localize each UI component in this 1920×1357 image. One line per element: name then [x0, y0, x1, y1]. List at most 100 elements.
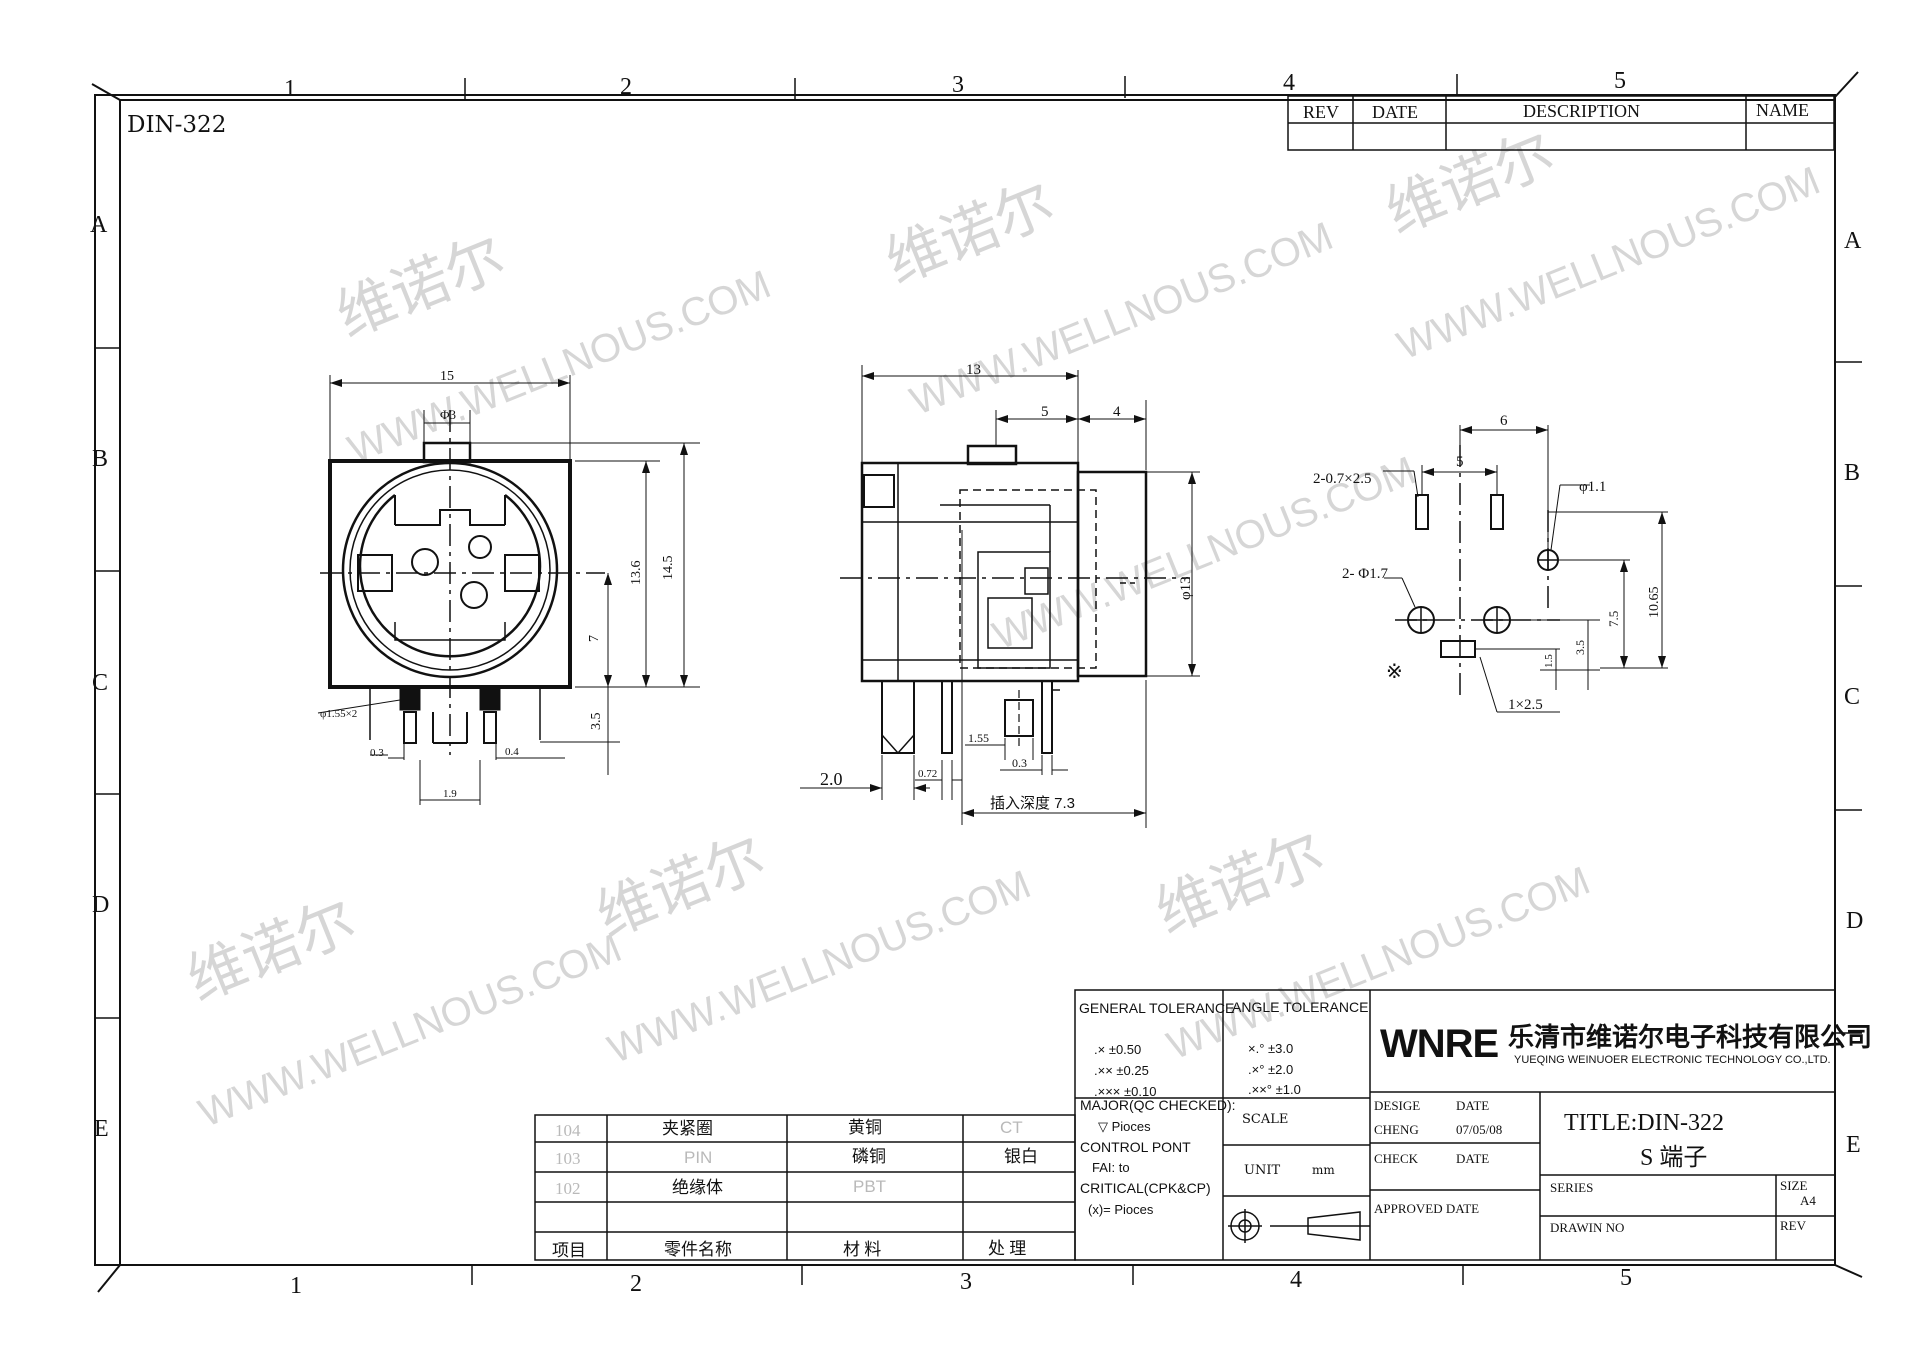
projection-symbol-icon	[1228, 1209, 1370, 1243]
series-label: SERIES	[1550, 1180, 1593, 1195]
pcb-dim-6: 6	[1500, 413, 1508, 429]
part-code: DIN-322	[127, 112, 226, 138]
size-label: SIZE	[1780, 1178, 1808, 1193]
design-date-label: DATE	[1456, 1098, 1489, 1113]
watermark-cn: 维诺尔	[1147, 820, 1333, 945]
front-dim-0-3: 0.3	[370, 747, 384, 759]
tolerance-block: GENERAL TOLERANCE ANGLE TOLERANCE .× ±0.…	[1074, 989, 1836, 1261]
zone-row-d-right: D	[1846, 908, 1863, 934]
pcb-dim-5: 5	[1456, 454, 1464, 470]
unit-value: mm	[1312, 1163, 1335, 1177]
pcb-dim-1-5: 1.5	[1543, 654, 1555, 668]
zone-row-e-right: E	[1846, 1132, 1861, 1158]
cheng-label: CHENG	[1374, 1122, 1419, 1137]
bom-row-102-no: 102	[555, 1179, 581, 1198]
angle-tol-2: .×° ±2.0	[1248, 1062, 1293, 1077]
watermark-cn: 维诺尔	[328, 224, 514, 349]
title: TITLE:DIN-322	[1564, 1110, 1724, 1136]
pioces-1: ▽ Pioces	[1098, 1119, 1151, 1134]
title-block: DESIGE DATE CHENG 07/05/08 CHECK DATE AP…	[1374, 1098, 1816, 1235]
zone-row-e: E	[94, 1116, 109, 1142]
company-name-en: YUEQING WEINUOER ELECTRONIC TECHNOLOGY C…	[1514, 1054, 1831, 1066]
zone-row-c: C	[92, 670, 108, 696]
front-dim-7: 7	[587, 635, 602, 642]
bom-row-104-name: 夹紧圈	[662, 1119, 713, 1138]
zone-row-b-right: B	[1844, 460, 1860, 486]
pcb-dim-10-65: 10.65	[1647, 587, 1662, 619]
zone-col-5-bottom: 5	[1620, 1265, 1632, 1291]
design-label: DESIGE	[1374, 1098, 1420, 1113]
zone-row-a-right: A	[1844, 228, 1862, 254]
bom-header-no: 项目	[552, 1241, 586, 1260]
rev-header-date: DATE	[1372, 102, 1418, 122]
pcb-dim-hole-1-1: φ1.1	[1579, 479, 1606, 495]
front-dim-3-5: 3.5	[589, 713, 604, 731]
zone-row-c-right: C	[1844, 684, 1860, 710]
bom-row-103-name: PIN	[684, 1148, 712, 1167]
rev-header-rev: REV	[1303, 102, 1339, 122]
drawing-no-label: DRAWIN NO	[1550, 1220, 1624, 1235]
bom-header-name: 零件名称	[664, 1240, 732, 1259]
side-dim-0-3: 0.3	[1012, 756, 1027, 770]
pcb-view: 6 5 2-0.7×2.5 φ1.1 2- Φ1.7 10.65 7.5 3.5…	[1313, 413, 1668, 713]
check-label: CHECK	[1374, 1151, 1419, 1166]
bom-row-104-material: 黄铜	[848, 1118, 882, 1137]
side-dim-dia-13: φ13	[1178, 576, 1194, 600]
company-block: WNRE 乐清市维诺尔电子科技有限公司 YUEQING WEINUOER ELE…	[1380, 1022, 1872, 1066]
side-view: 13 5 4 φ13 2.0 0.72 1.55 0.3 插入深度 7.3	[800, 362, 1200, 828]
zone-col-3-bottom: 3	[960, 1269, 972, 1295]
side-dim-4: 4	[1113, 404, 1121, 420]
pioces-2: (x)= Pioces	[1088, 1202, 1154, 1217]
front-dim-13-6: 13.6	[629, 561, 644, 586]
frame	[91, 71, 1863, 1293]
general-tol-1: .× ±0.50	[1094, 1042, 1141, 1057]
bom-row-103-finish: 银白	[1004, 1147, 1038, 1166]
zone-col-4: 4	[1283, 70, 1295, 96]
front-dim-width: 15	[440, 369, 454, 384]
cheng-date-value: 07/05/08	[1456, 1122, 1502, 1137]
bom-row-102-material: PBT	[853, 1177, 886, 1196]
front-dim-14-5: 14.5	[661, 556, 676, 581]
watermarks: 维诺尔 WWW.WELLNOUS.COM 维诺尔 WWW.WELLNOUS.CO…	[179, 120, 1827, 1135]
general-tol-3: .××× ±0.10	[1094, 1084, 1156, 1099]
bom-header-finish: 处 理	[988, 1239, 1026, 1258]
subtitle: S 端子	[1640, 1144, 1707, 1171]
front-view: 15 Φ3 13.6 14.5 7 3.5 φ1.55×2 0.3 0.4 1.…	[317, 369, 700, 805]
watermark-cn: 维诺尔	[179, 888, 365, 1013]
zone-col-2: 2	[620, 74, 632, 100]
bom-row-103-material: 磷铜	[852, 1147, 886, 1166]
pcb-dim-7-5: 7.5	[1606, 611, 1621, 627]
rev-label: REV	[1780, 1218, 1807, 1233]
control-point: CONTROL PONT	[1080, 1139, 1191, 1155]
check-date-label: DATE	[1456, 1151, 1489, 1166]
angle-tolerance-title: ANGLE TOLERANCE	[1232, 999, 1368, 1015]
scale-label: SCALE	[1242, 1112, 1288, 1127]
size-value: A4	[1800, 1193, 1816, 1208]
pcb-dim-slot-1x2-5: 1×2.5	[1508, 697, 1543, 713]
zone-labels: 1 2 3 4 5 1 2 3 4 5 A B C D E A B C D E	[90, 68, 1863, 1299]
zone-col-1: 1	[284, 76, 296, 102]
approved-date-label: APPROVED DATE	[1374, 1201, 1479, 1216]
zone-col-4-bottom: 4	[1290, 1267, 1302, 1293]
front-dim-0-4: 0.4	[505, 746, 519, 758]
side-dim-13: 13	[966, 362, 981, 378]
general-tolerance-title: GENERAL TOLERANCE	[1079, 1000, 1234, 1016]
zone-col-5: 5	[1614, 68, 1626, 94]
bom-row-104-finish: CT	[1000, 1118, 1023, 1137]
front-dim-tab: Φ3	[440, 407, 456, 422]
major-qc-checked: MAJOR(QC CHECKED):	[1080, 1097, 1236, 1113]
pcb-dim-3-5: 3.5	[1573, 640, 1587, 655]
front-dim-1-9: 1.9	[443, 788, 457, 800]
bom-row-103-no: 103	[555, 1149, 581, 1168]
zone-row-b: B	[92, 446, 108, 472]
watermark-cn: 维诺尔	[877, 170, 1063, 295]
bom-row-104-no: 104	[555, 1121, 581, 1140]
watermark-cn: 维诺尔	[1377, 120, 1563, 245]
watermark-cn: 维诺尔	[588, 824, 774, 949]
critical-cpk: CRITICAL(CPK&CP)	[1080, 1180, 1211, 1196]
general-tol-2: .×× ±0.25	[1094, 1063, 1149, 1078]
side-dim-insert-depth: 插入深度 7.3	[990, 795, 1075, 812]
pcb-dim-slots: 2-0.7×2.5	[1313, 471, 1371, 487]
zone-col-3: 3	[952, 72, 964, 98]
